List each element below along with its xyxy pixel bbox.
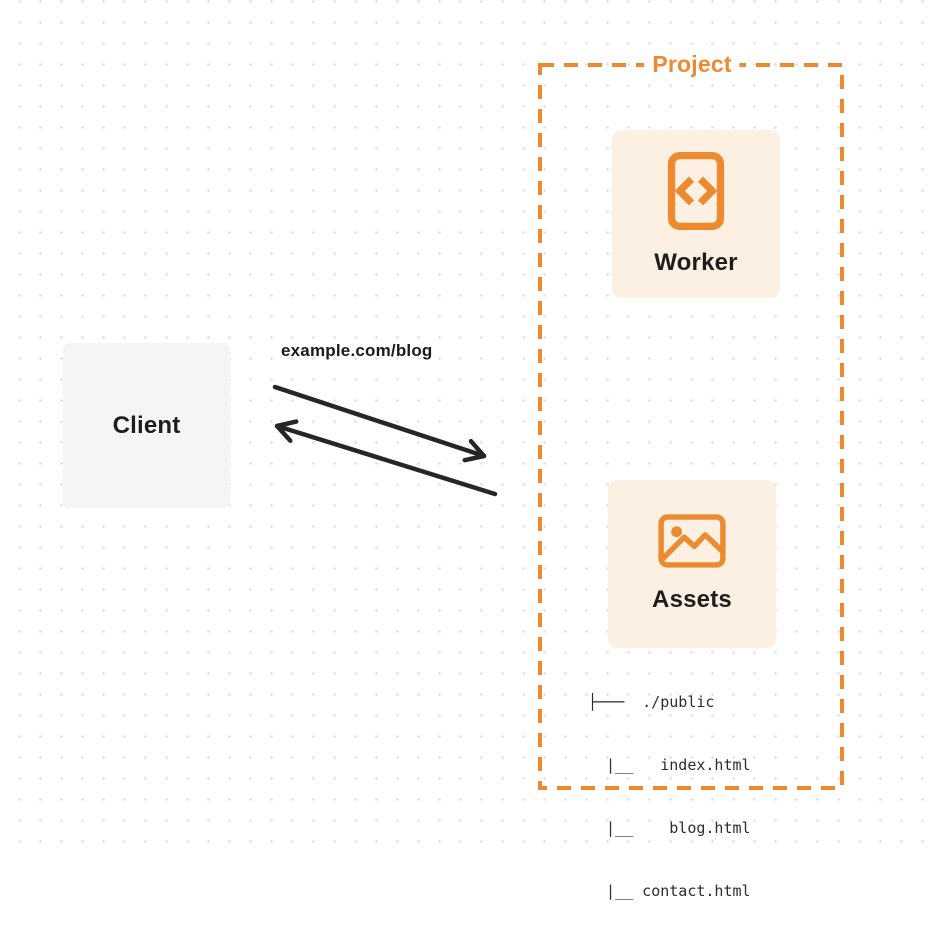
architecture-diagram: Client example.com/blog Project Worker [0, 0, 938, 900]
worker-label: Worker [654, 249, 738, 276]
file-tree-line: |__ contact.html [588, 882, 751, 900]
client-label: Client [112, 411, 181, 439]
assets-label: Assets [652, 586, 732, 613]
response-arrow [274, 419, 498, 497]
code-file-icon [667, 152, 725, 230]
client-node: Client [63, 343, 230, 508]
request-url-label: example.com/blog [281, 341, 433, 360]
worker-node: Worker [612, 130, 780, 298]
file-tree-line: |__ index.html [588, 756, 751, 774]
request-arrow [272, 384, 487, 463]
request-response-arrows [272, 384, 498, 497]
assets-node: Assets [608, 480, 776, 648]
file-tree-line: ├─── ./public [588, 693, 715, 711]
image-icon [658, 514, 726, 568]
project-label: Project [644, 51, 740, 78]
assets-file-tree: ├─── ./public |__ index.html |__ blog.ht… [588, 650, 751, 944]
file-tree-line: |__ blog.html [588, 819, 751, 837]
